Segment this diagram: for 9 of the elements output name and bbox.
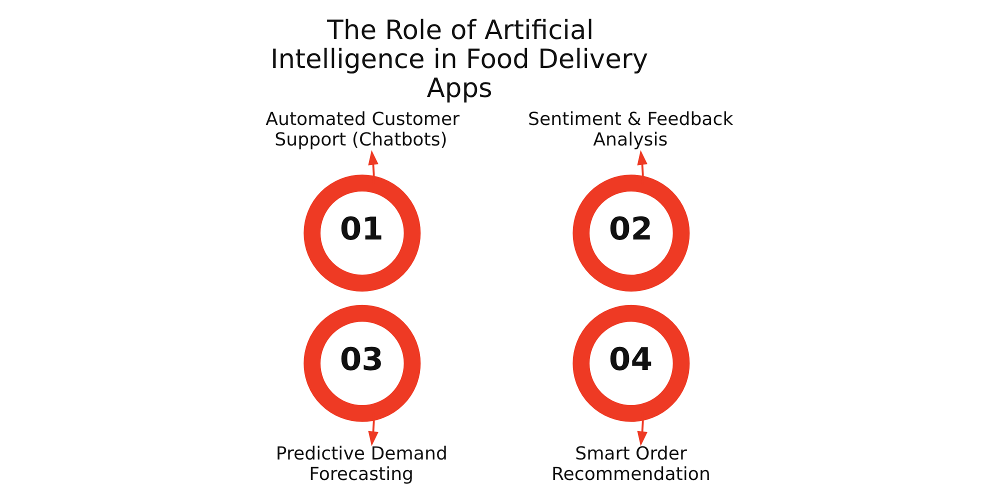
node-circle: 04 bbox=[572, 304, 690, 422]
node-circle: 03 bbox=[304, 304, 421, 422]
node-text: Smart Order Recommendation bbox=[552, 443, 710, 485]
node-text: Automated Customer Support (Chatbots) bbox=[266, 109, 460, 151]
node-circle: 01 bbox=[304, 174, 421, 292]
diagram-title: The Role of Artificial Intelligence in Food Delivery Apps bbox=[270, 14, 648, 104]
node-text: Predictive Demand Forecasting bbox=[276, 443, 448, 485]
node-circle: 02 bbox=[572, 174, 690, 292]
node-text: Sentiment & Feedback Analysis bbox=[528, 109, 734, 151]
